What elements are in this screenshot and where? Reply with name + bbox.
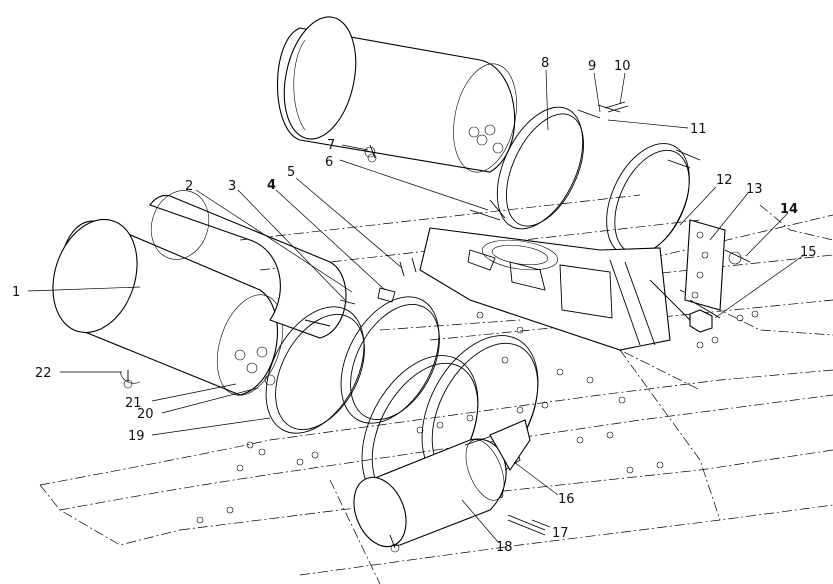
callout-12: 12 bbox=[716, 173, 733, 188]
bolts-fittings bbox=[123, 101, 629, 553]
callout-4: 4 bbox=[267, 178, 276, 193]
side-bracket-assembly bbox=[609, 219, 751, 346]
callout-20: 20 bbox=[137, 407, 154, 422]
callout-2: 2 bbox=[185, 179, 193, 194]
mounting-bracket bbox=[419, 227, 671, 351]
callout-16: 16 bbox=[558, 492, 575, 507]
callout-19: 19 bbox=[128, 429, 145, 444]
callout-3: 3 bbox=[228, 179, 236, 194]
callout-18: 18 bbox=[496, 540, 513, 555]
callout-22: 22 bbox=[35, 366, 52, 381]
tank-left-front bbox=[52, 218, 284, 396]
callout-6: 6 bbox=[325, 155, 333, 170]
callout-labels: 1 2 3 4 5 6 7 8 9 10 11 12 13 14 15 16 1… bbox=[12, 56, 817, 555]
callout-13: 13 bbox=[746, 182, 763, 197]
callout-15: 15 bbox=[800, 245, 817, 260]
callout-5: 5 bbox=[287, 165, 295, 180]
callout-17: 17 bbox=[552, 526, 569, 541]
callout-9: 9 bbox=[588, 59, 596, 74]
callout-21: 21 bbox=[125, 396, 142, 411]
tank-bottom bbox=[353, 419, 546, 548]
callout-11: 11 bbox=[690, 122, 707, 137]
callout-7: 7 bbox=[327, 138, 335, 153]
callout-10: 10 bbox=[614, 59, 631, 74]
tank-left-back bbox=[149, 190, 347, 339]
callout-1: 1 bbox=[12, 285, 20, 300]
callout-8: 8 bbox=[541, 56, 549, 71]
leader-lines bbox=[27, 69, 805, 543]
tank-upper bbox=[277, 16, 517, 173]
callout-14: 14 bbox=[780, 202, 798, 217]
